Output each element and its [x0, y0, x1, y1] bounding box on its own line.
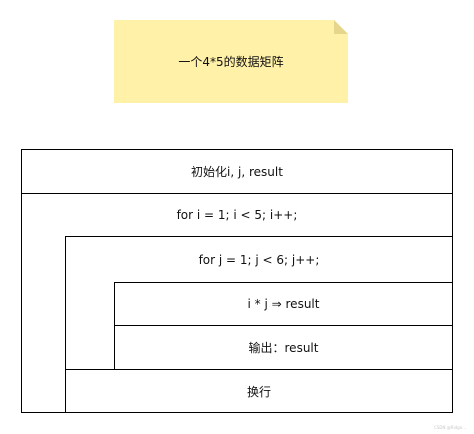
- compute-label: i * j ⇒ result: [247, 297, 320, 311]
- inner-loop-label: for j = 1; j < 6; j++;: [198, 252, 320, 267]
- init-box: [21, 149, 453, 194]
- outer-loop-label: for i = 1; i < 5; i++;: [176, 208, 298, 222]
- newline-label: 换行: [246, 384, 271, 399]
- note-text: 一个4*5的数据矩阵: [178, 55, 284, 69]
- watermark: CSDN @Ridge...: [434, 425, 466, 430]
- sticky-note: [114, 20, 348, 103]
- init-label: 初始化i, j, result: [191, 165, 283, 179]
- output-label: 输出：result: [248, 341, 319, 355]
- compute-box: [114, 282, 453, 326]
- newline-box: [65, 369, 453, 413]
